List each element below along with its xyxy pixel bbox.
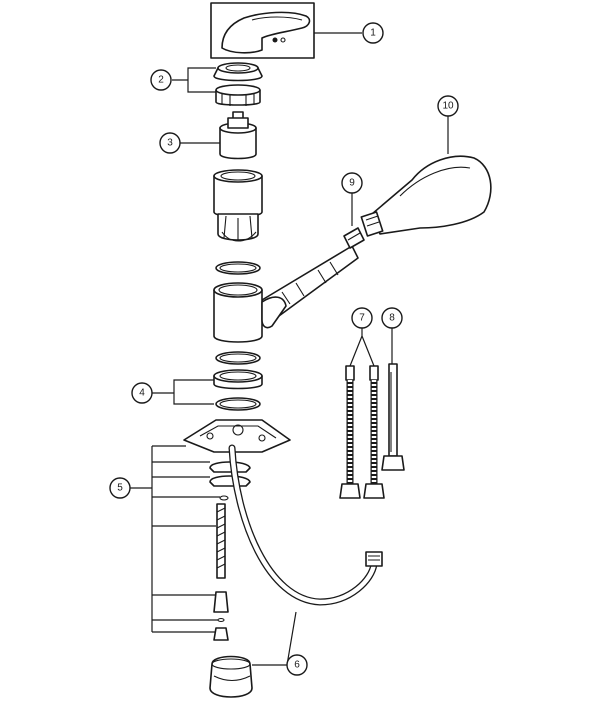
leader-lines	[130, 32, 449, 666]
callout-3-label: 3	[167, 138, 173, 149]
callout-6-label: 6	[294, 660, 300, 671]
part-9-connector	[343, 227, 365, 249]
callout-2-label: 2	[158, 75, 164, 86]
callout-4: 4	[131, 382, 153, 404]
callout-10: 10	[437, 95, 459, 117]
callout-9-label: 9	[349, 178, 355, 189]
handle-lever	[221, 11, 311, 54]
spout-body	[213, 245, 359, 343]
callout-7: 7	[351, 307, 373, 329]
callout-5-label: 5	[117, 483, 123, 494]
part-3-cartridge	[219, 111, 257, 160]
callout-3: 3	[159, 132, 181, 154]
part-4-seal-rings	[213, 351, 263, 411]
callout-2: 2	[150, 69, 172, 91]
callout-8: 8	[381, 307, 403, 329]
part-5-mounting-kit	[183, 419, 291, 641]
part-6-hose-and-weight	[209, 444, 383, 698]
part-2-cap-and-nut	[213, 62, 263, 106]
callout-9: 9	[341, 172, 363, 194]
callout-10-label: 10	[442, 101, 454, 112]
part-7-supply-hoses	[339, 365, 385, 499]
callout-1: 1	[362, 22, 384, 44]
body-sleeve	[213, 169, 263, 242]
callout-4-label: 4	[139, 388, 145, 399]
part-8-supply-tube	[381, 363, 405, 471]
part-1-handle	[210, 2, 315, 59]
callout-5: 5	[109, 477, 131, 499]
callout-1-label: 1	[370, 28, 376, 39]
callout-8-label: 8	[389, 313, 395, 324]
callout-6: 6	[286, 654, 308, 676]
callout-7-label: 7	[359, 313, 365, 324]
part-10-spray-head	[360, 155, 492, 237]
